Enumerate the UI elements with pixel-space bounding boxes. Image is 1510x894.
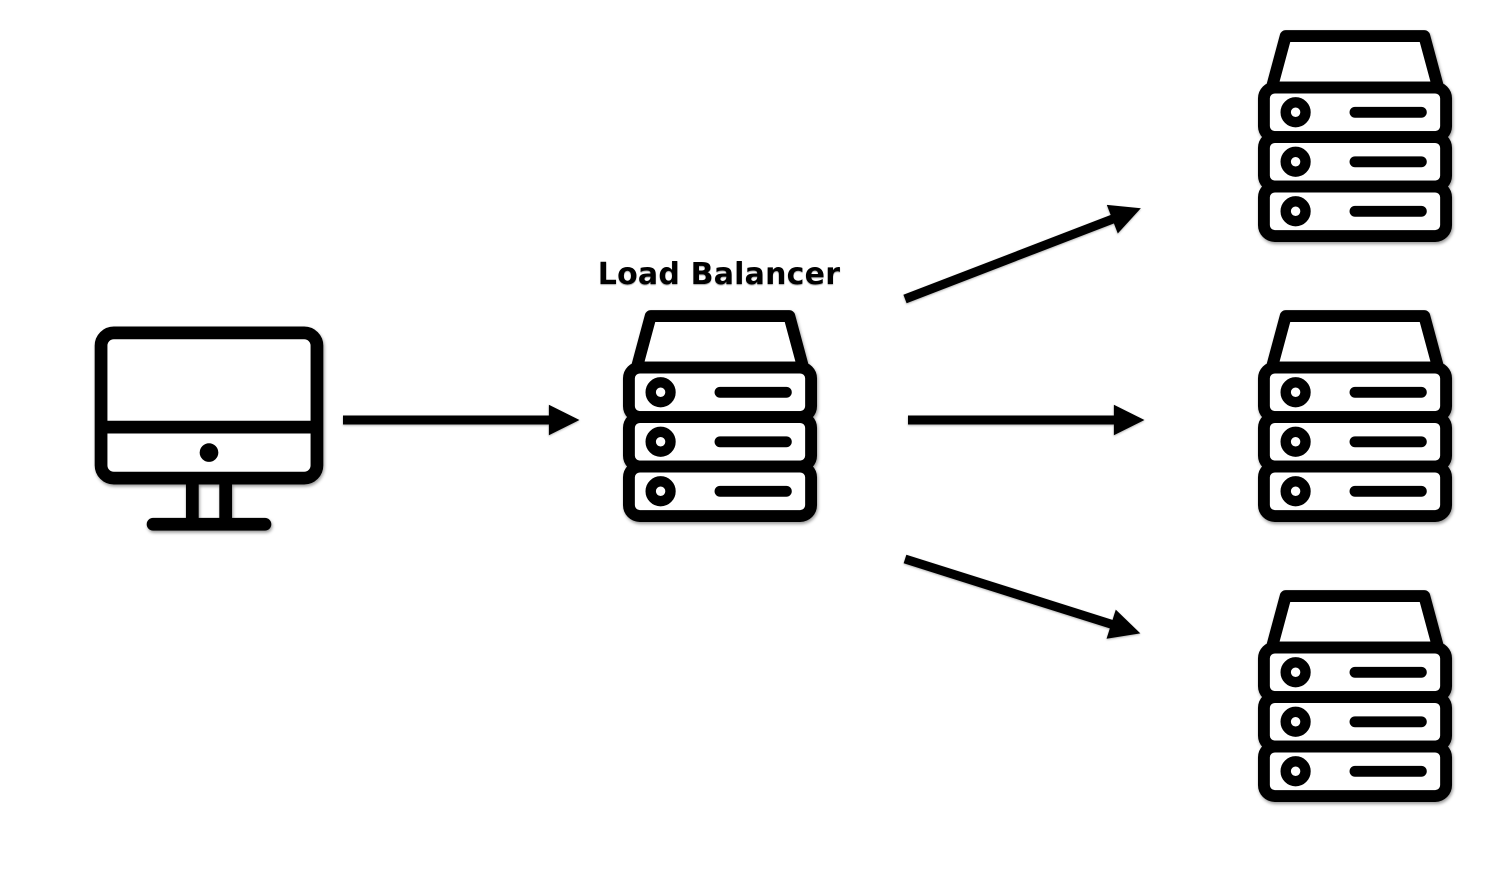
desktop-computer-icon [94, 326, 324, 536]
server-stack-icon [621, 308, 819, 528]
node-server-2 [1256, 308, 1454, 528]
node-server-3 [1256, 588, 1454, 808]
node-client [94, 326, 324, 536]
node-load-balancer [621, 308, 819, 528]
arrow-load-balancer-to-server-1 [903, 204, 1141, 304]
server-stack-icon [1256, 308, 1454, 528]
load-balancer-label: Load Balancer [597, 257, 841, 292]
arrow-load-balancer-to-server-3 [903, 554, 1141, 639]
server-stack-icon [1256, 588, 1454, 808]
server-stack-icon [1256, 28, 1454, 248]
node-server-1 [1256, 28, 1454, 248]
